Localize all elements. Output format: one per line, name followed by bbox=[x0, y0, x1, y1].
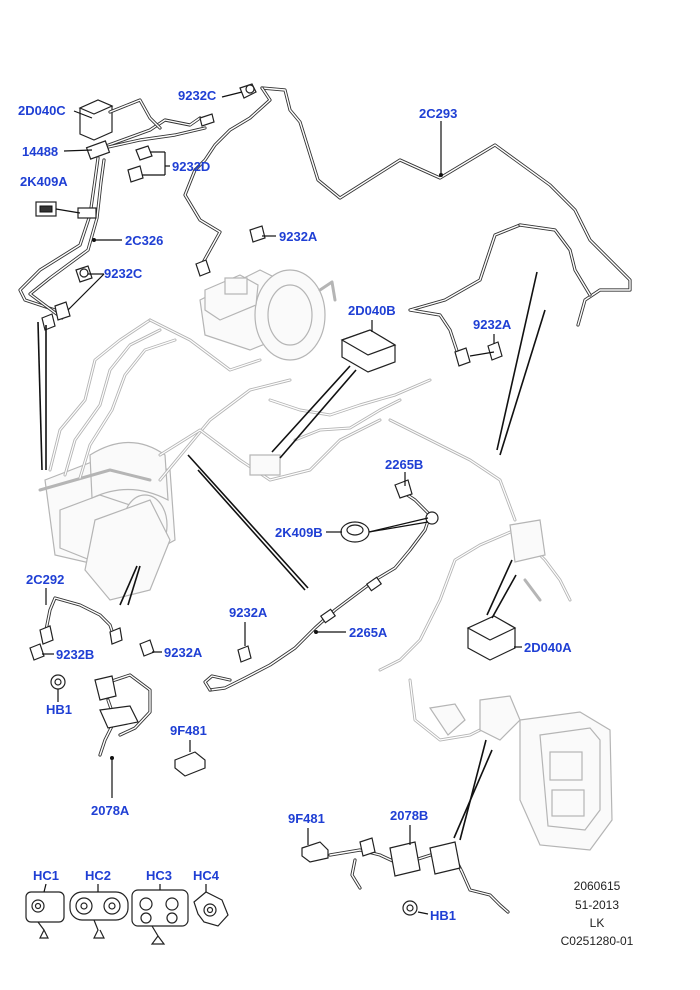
clip-hc4 bbox=[193, 891, 229, 927]
callout-9232d: 9232D bbox=[172, 159, 211, 174]
clip-9f481-right bbox=[301, 841, 329, 863]
relay-2d040a bbox=[466, 615, 517, 661]
callout-9232a-right: 9232A bbox=[473, 317, 512, 332]
fitting-9232a-right bbox=[487, 341, 503, 361]
clip-row bbox=[25, 889, 229, 945]
illustration-reference: C0251280-01 bbox=[560, 934, 634, 948]
relay-2d040b bbox=[340, 329, 397, 373]
illustration-region: LK bbox=[589, 916, 605, 930]
fitting-9232b bbox=[29, 643, 45, 661]
clip-9f481-left bbox=[174, 751, 206, 777]
callout-2c326: 2C326 bbox=[125, 233, 164, 248]
fitting-9232d-b bbox=[127, 165, 144, 183]
callout-9232c-mid: 9232C bbox=[104, 266, 143, 281]
tee-14488 bbox=[85, 140, 111, 160]
callout-2k409b: 2K409B bbox=[275, 525, 323, 540]
callout-9f481-right: 9F481 bbox=[288, 811, 325, 826]
left-pipe-2c292 bbox=[29, 596, 155, 661]
callout-2d040c: 2D040C bbox=[18, 103, 66, 118]
callout-9232c-top: 9232C bbox=[178, 88, 217, 103]
callout-2c293: 2C293 bbox=[419, 106, 458, 121]
callout-hc4: HC4 bbox=[193, 868, 220, 883]
leader-lines bbox=[37, 91, 546, 915]
illustration-date: 51-2013 bbox=[574, 898, 620, 912]
fitting-9232a-left bbox=[139, 639, 155, 657]
callout-14488: 14488 bbox=[22, 144, 59, 159]
callout-2d040b: 2D040B bbox=[348, 303, 396, 318]
callout-hc3: HC3 bbox=[146, 868, 173, 883]
fitting-9232a-center bbox=[237, 645, 252, 663]
brake-hose-2078a bbox=[50, 673, 206, 777]
callout-hb1-right: HB1 bbox=[430, 908, 457, 923]
clip-hc1 bbox=[25, 891, 65, 939]
callout-2265a: 2265A bbox=[349, 625, 388, 640]
callout-9232a-left: 9232A bbox=[164, 645, 203, 660]
fitting-9232d-a bbox=[135, 145, 153, 161]
callout-9f481-left: 9F481 bbox=[170, 723, 207, 738]
context-drawing bbox=[38, 269, 613, 851]
callout-hb1-left: HB1 bbox=[46, 702, 73, 717]
callout-hc2: HC2 bbox=[85, 868, 112, 883]
front-pipe-cluster bbox=[18, 83, 257, 331]
callout-9232a-center: 9232A bbox=[229, 605, 268, 620]
callout-2k409a: 2K409A bbox=[20, 174, 68, 189]
callout-2078b: 2078B bbox=[390, 808, 429, 823]
sensor-harness bbox=[203, 479, 439, 692]
callout-2078a: 2078A bbox=[91, 803, 130, 818]
rear-pipe-2c293 bbox=[183, 86, 632, 367]
clip-hc3 bbox=[131, 889, 189, 945]
callout-hc1: HC1 bbox=[33, 868, 60, 883]
clip-hc2 bbox=[69, 891, 129, 939]
fitting-9232a-top bbox=[249, 225, 266, 243]
callout-9232a-top: 9232A bbox=[279, 229, 318, 244]
brake-hose-2078b bbox=[301, 837, 510, 916]
callout-2d040a: 2D040A bbox=[524, 640, 572, 655]
callout-2c292: 2C292 bbox=[26, 572, 65, 587]
illustration-code: 2060615 bbox=[573, 879, 621, 893]
callout-2265b: 2265B bbox=[385, 457, 424, 472]
callout-9232b: 9232B bbox=[56, 647, 95, 662]
